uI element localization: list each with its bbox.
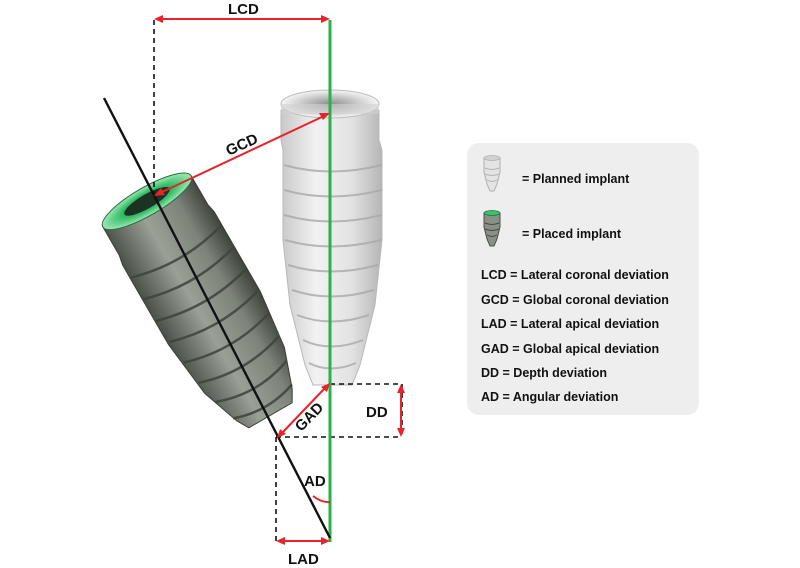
legend-entry-gad: GAD = Global apical deviation [481,342,660,356]
dashed-guides [153,20,403,541]
legend-entry-lad: LAD = Lateral apical deviation [481,317,660,331]
planned-implant-icon [483,155,501,192]
gad-label: GAD [292,399,327,435]
legend: = Planned implant = Placed implant LCD =… [467,143,699,415]
placed-implant-icon [483,210,501,247]
dd-label: DD [366,404,388,421]
lcd-label: LCD [228,1,259,18]
ad-label: AD [304,473,326,490]
legend-entry-ad: AD = Angular deviation [481,390,619,404]
legend-placed-text: = Placed implant [522,227,621,241]
legend-entry-dd: DD = Depth deviation [481,366,608,380]
legend-entry-gcd: GCD = Global coronal deviation [481,293,669,307]
placed-implant [101,172,293,429]
measurement-arrows [154,15,405,545]
placed-implant-axis [102,97,332,539]
lad-label: LAD [288,551,319,568]
legend-planned-text: = Planned implant [522,172,630,186]
legend-entry-lcd: LCD = Lateral coronal deviation [481,268,669,282]
